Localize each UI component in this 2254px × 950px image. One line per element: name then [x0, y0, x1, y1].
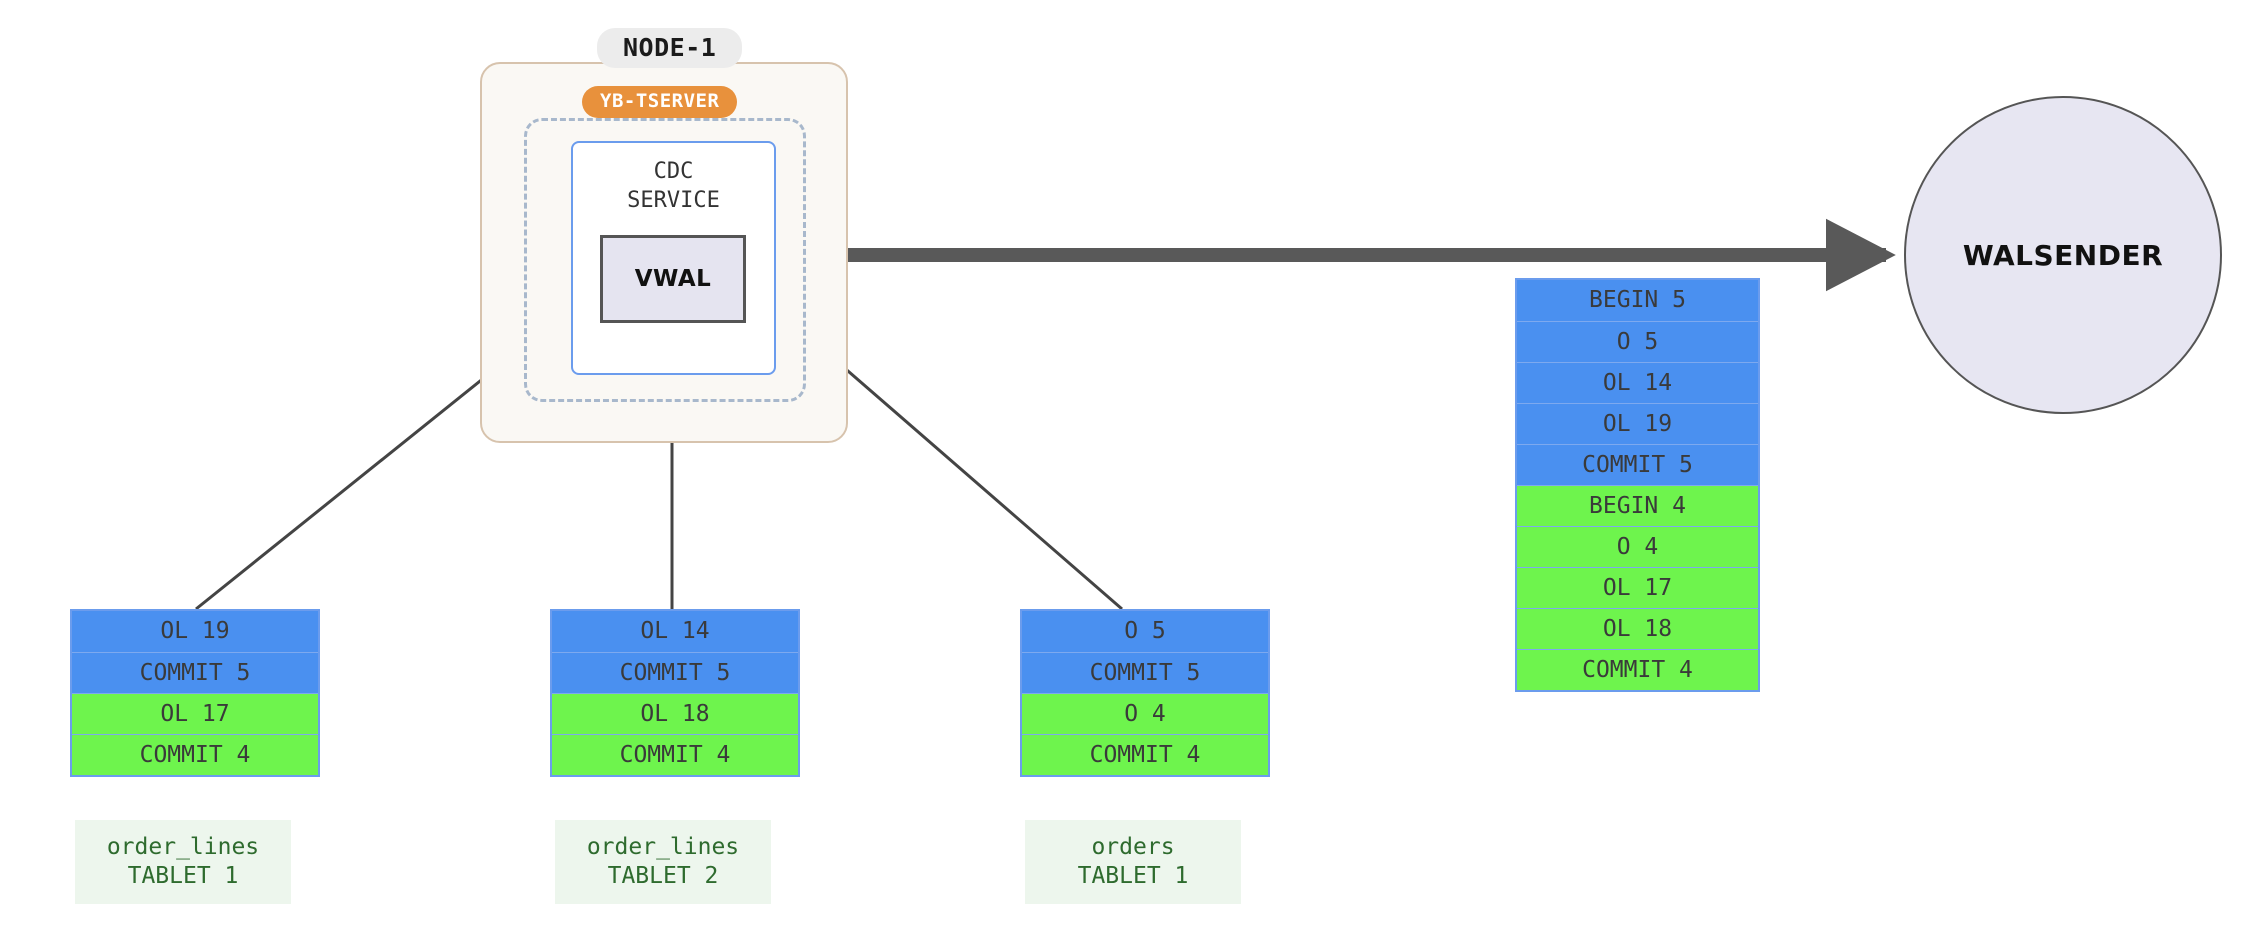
output-record-row: O 4	[1517, 526, 1758, 567]
record-row: COMMIT 4	[1022, 734, 1268, 775]
tablet-caption-2: order_lines TABLET 2	[555, 820, 771, 904]
walsender-label: WALSENDER	[1962, 238, 2164, 272]
record-row: COMMIT 4	[552, 734, 798, 775]
tablet-caption-3: orders TABLET 1	[1025, 820, 1241, 904]
record-row: O 5	[1022, 611, 1268, 652]
record-row: COMMIT 4	[72, 734, 318, 775]
node-1-badge: NODE-1	[597, 28, 743, 68]
output-record-row: BEGIN 5	[1517, 280, 1758, 321]
output-record-row: COMMIT 5	[1517, 444, 1758, 485]
yb-tserver-container	[524, 118, 806, 402]
walsender-node: WALSENDER	[1904, 96, 2222, 414]
record-row: OL 19	[72, 611, 318, 652]
record-row: COMMIT 5	[1022, 652, 1268, 693]
record-row: O 4	[1022, 693, 1268, 734]
record-row: COMMIT 5	[72, 652, 318, 693]
record-row: OL 14	[552, 611, 798, 652]
vwal-box: VWAL	[600, 235, 746, 323]
tablet-caption-1: order_lines TABLET 1	[75, 820, 291, 904]
yb-tserver-badge: YB-TSERVER	[582, 86, 738, 118]
output-record-row: OL 18	[1517, 608, 1758, 649]
output-record-row: O 5	[1517, 321, 1758, 362]
cdc-service-label: CDC SERVICE	[627, 159, 720, 214]
output-record-row: OL 17	[1517, 567, 1758, 608]
output-record-row: OL 19	[1517, 403, 1758, 444]
record-row: OL 17	[72, 693, 318, 734]
output-record-row: OL 14	[1517, 362, 1758, 403]
vwal-label: VWAL	[634, 266, 712, 292]
record-row: OL 18	[552, 693, 798, 734]
output-record-row: BEGIN 4	[1517, 485, 1758, 526]
record-row: COMMIT 5	[552, 652, 798, 693]
output-record-row: COMMIT 4	[1517, 649, 1758, 690]
